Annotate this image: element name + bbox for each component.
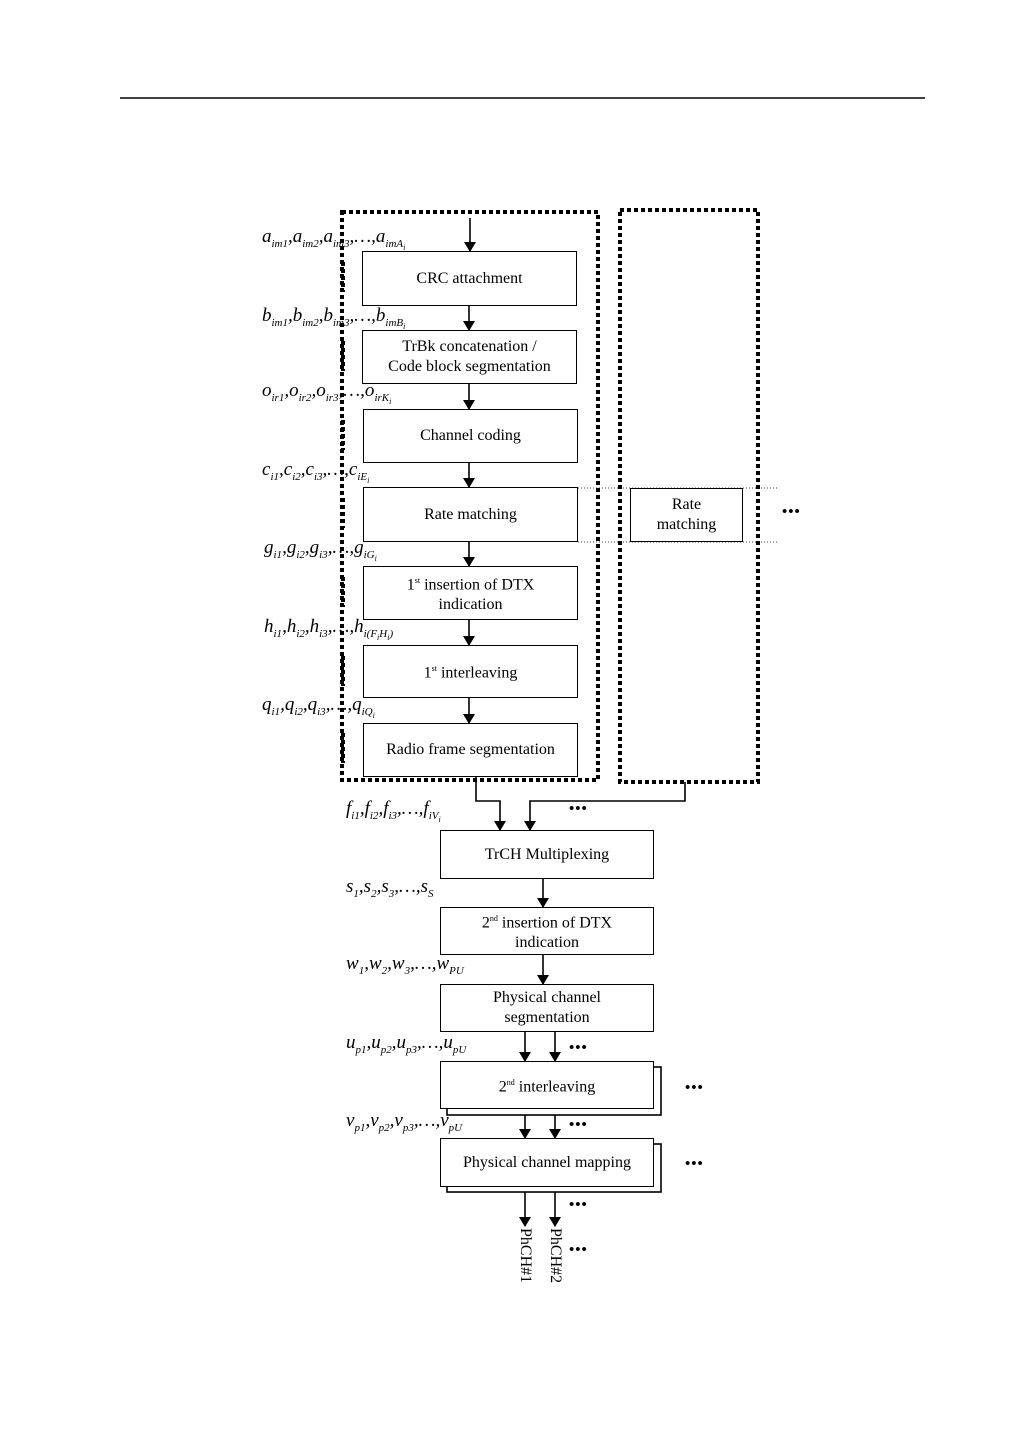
chain-dotted-marker: [341, 656, 345, 686]
ellipsis-output-2: •••: [569, 1242, 588, 1258]
side-rate-matching-block: Rate matching: [630, 488, 743, 542]
physical-channel-mapping-block: Physical channel mapping: [440, 1138, 654, 1187]
chain-dotted-marker: [341, 733, 345, 763]
first-dtx-insertion-block: 1st insertion of DTX indication: [363, 566, 578, 620]
label-h: hi1,hi2,hi3,…,hi(FiHi): [264, 616, 394, 642]
chain-dotted-marker: [341, 262, 345, 292]
side-line-2: matching: [656, 516, 717, 533]
output-phch2: PhCH#2: [547, 1228, 564, 1284]
label-f: fi1,fi2,fi3,…,fiVi: [346, 798, 441, 824]
ellipsis-f: •••: [569, 801, 588, 817]
trch-frame-1: [340, 210, 600, 782]
rate-matching-block: Rate matching: [363, 487, 578, 542]
crc-attachment-block: CRC attachment: [362, 251, 577, 306]
phch-map-line-1: Physical channel mapping: [463, 1153, 631, 1171]
ellipsis-output-1: •••: [569, 1197, 588, 1213]
output-phch1: PhCH#1: [517, 1228, 534, 1284]
trch-mux-line-1: TrCH Multiplexing: [484, 845, 610, 863]
label-o: oir1,oir2,oir3,…,oirKi: [262, 380, 392, 406]
dtx1-line-1: 1st insertion of DTX: [406, 575, 535, 594]
interleave2-line-1: 2nd interleaving: [498, 1077, 596, 1096]
ellipsis-v: •••: [569, 1117, 588, 1133]
label-a: aim1,aim2,aim3,…,aimAi: [262, 226, 406, 252]
trch-multiplexing-block: TrCH Multiplexing: [440, 830, 654, 879]
label-g: gi1,gi2,gi3,…,giGi: [264, 537, 377, 563]
label-q: qi1,qi2,qi3,…,qiQi: [262, 694, 375, 720]
trbk-line-1: TrBk concatenation /: [402, 338, 537, 355]
trbk-line-2: Code block segmentation: [388, 358, 551, 375]
chain-dotted-marker: [341, 498, 345, 528]
interleave1-line-1: 1st interleaving: [423, 664, 518, 682]
phch-seg-line-1: Physical channel: [493, 989, 601, 1006]
dtx2-line-1: 2nd insertion of DTX: [481, 913, 613, 932]
physical-channel-segmentation-block: Physical channel segmentation: [440, 984, 654, 1032]
label-s: s1,s2,s3,…,sS: [346, 876, 434, 900]
ellipsis-interleave2: •••: [685, 1080, 704, 1096]
rate-matching-line-1: Rate matching: [424, 505, 517, 523]
chain-dotted-marker: [341, 420, 345, 450]
ellipsis-side-trch: •••: [782, 504, 801, 520]
ellipsis-phch-map: •••: [685, 1156, 704, 1172]
ellipsis-u: •••: [569, 1040, 588, 1056]
label-b: bim1,bim2,bim3,…,bimBi: [262, 305, 406, 331]
phch-seg-line-2: segmentation: [504, 1009, 590, 1026]
radio-frame-segmentation-block: Radio frame segmentation: [363, 723, 578, 777]
crc-line-1: CRC attachment: [416, 269, 523, 287]
trbk-concatenation-block: TrBk concatenation / Code block segmentat…: [362, 330, 577, 384]
channel-coding-block: Channel coding: [363, 409, 578, 463]
label-w: w1,w2,w3,…,wPU: [346, 953, 464, 977]
chain-dotted-marker: [341, 341, 345, 371]
second-dtx-insertion-block: 2nd insertion of DTX indication: [440, 907, 654, 955]
first-interleaving-block: 1st interleaving: [363, 645, 578, 698]
second-interleaving-block: 2nd interleaving: [440, 1061, 654, 1109]
arrow-f-main: [475, 777, 506, 831]
channel-coding-line-1: Channel coding: [420, 427, 521, 444]
radio-frame-line-1: Radio frame segmentation: [386, 741, 555, 758]
side-line-1: Rate: [671, 496, 702, 513]
chain-dotted-marker: [341, 577, 345, 607]
dtx1-line-2: indication: [438, 596, 503, 614]
label-u: up1,up2,up3,…,upU: [346, 1032, 467, 1056]
label-v: vp1,vp2,vp3,…,vpU: [346, 1110, 463, 1134]
dtx2-line-2: indication: [515, 934, 579, 952]
arrow-f-side: [524, 782, 686, 831]
label-c: ci1,ci2,ci3,…,ciEi: [262, 459, 370, 485]
trch-frame-2: [618, 208, 760, 784]
